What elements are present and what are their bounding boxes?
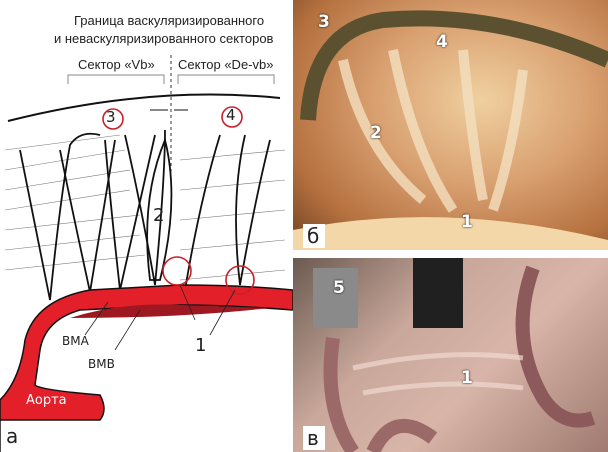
marker-3: 3 xyxy=(106,108,116,126)
border-title-line1: Граница васкуляризированного xyxy=(74,13,265,28)
photo-b: 3 4 2 1 б xyxy=(293,0,608,250)
marker-4: 4 xyxy=(226,106,236,124)
panel-letter-a: а xyxy=(6,424,19,448)
sector-devb-label: Сектор «De-vb» xyxy=(178,57,274,72)
photo-b-label-3: 3 xyxy=(318,12,330,32)
photo-v: 5 1 в xyxy=(293,258,608,452)
label-vmv: ВМВ xyxy=(88,357,115,371)
panel-letter-v: в xyxy=(307,426,319,450)
photo-v-label-5: 5 xyxy=(333,278,345,298)
sector-vb-label: Сектор «Vb» xyxy=(78,57,155,72)
label-vma: ВМА xyxy=(62,334,89,348)
mesentery-diagram xyxy=(0,55,293,452)
label-1: 1 xyxy=(195,335,207,356)
photo-b-label-1: 1 xyxy=(461,212,473,232)
photo-b-label-2: 2 xyxy=(370,123,382,143)
label-2: 2 xyxy=(153,205,165,226)
photo-b-label-4: 4 xyxy=(436,32,448,52)
photo-v-label-1: 1 xyxy=(461,368,473,388)
panel-letter-box: в xyxy=(303,426,325,450)
panel-letter-box: б xyxy=(303,224,325,248)
panel-letter-b: б xyxy=(307,224,320,248)
border-title-line2: и неваскуляризированного секторов xyxy=(54,31,274,46)
label-aorta: Аорта xyxy=(26,393,67,408)
